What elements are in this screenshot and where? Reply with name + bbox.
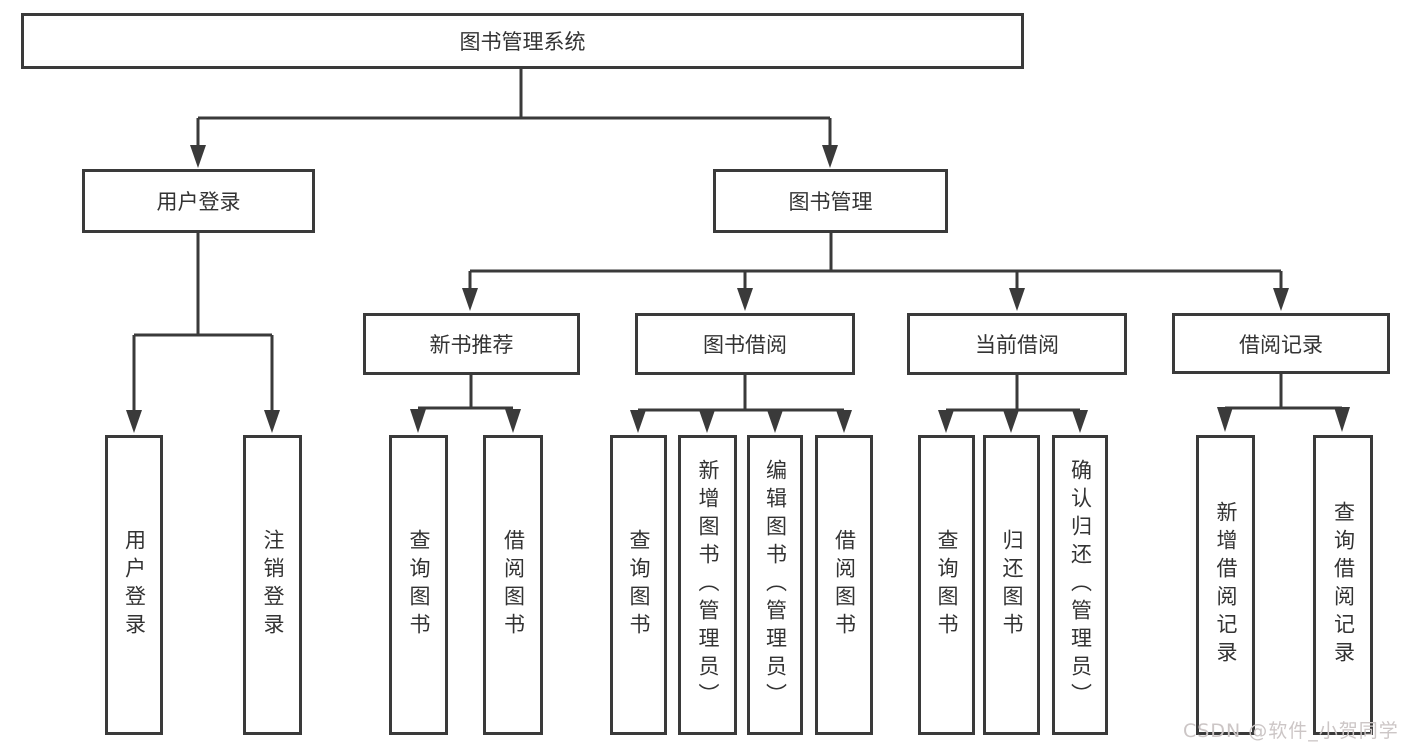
connector-root-to-level2 (190, 69, 838, 168)
leaf-bw-query-books: 查询图书 (610, 435, 667, 735)
csdn-watermark: CSDN @软件_小贺同学 (1183, 720, 1399, 742)
leaf-bw-borrow-books-label: 借阅图书 (832, 529, 857, 641)
leaf-logout: 注销登录 (243, 435, 302, 735)
leaf-rec-query-books: 查询图书 (389, 435, 448, 735)
node-current-borrow-label: 当前借阅 (975, 333, 1059, 357)
node-book-borrow: 图书借阅 (635, 313, 855, 375)
leaf-rec-borrow-books: 借阅图书 (483, 435, 543, 735)
connector-borrow-record-to-leaves (1217, 374, 1350, 432)
leaf-cur-confirm-return: 确认归还（管理员） (1052, 435, 1108, 735)
leaf-rec-borrow-books-label: 借阅图书 (501, 529, 526, 641)
node-new-book-rec-label: 新书推荐 (429, 333, 514, 357)
leaf-record-query-label: 查询借阅记录 (1331, 501, 1356, 669)
node-borrow-record-label: 借阅记录 (1239, 332, 1323, 357)
leaf-user-login-label: 用户登录 (122, 529, 147, 641)
leaf-cur-return-books-label: 归还图书 (1000, 529, 1024, 641)
connector-book-mgmt-to-level3 (462, 233, 1289, 311)
node-user-login: 用户登录 (82, 169, 315, 233)
node-borrow-record: 借阅记录 (1172, 313, 1390, 374)
leaf-rec-query-books-label: 查询图书 (407, 529, 431, 641)
connector-user-login-to-leaves (126, 233, 280, 433)
leaf-record-add-label: 新增借阅记录 (1214, 501, 1238, 669)
connector-book-borrow-to-leaves (630, 375, 852, 433)
leaf-cur-return-books: 归还图书 (983, 435, 1040, 735)
leaf-bw-add-books-label: 新增图书（管理员） (696, 459, 720, 711)
leaf-bw-edit-books: 编辑图书（管理员） (747, 435, 803, 735)
node-root: 图书管理系统 (21, 13, 1024, 69)
leaf-record-add: 新增借阅记录 (1196, 435, 1255, 735)
leaf-bw-edit-books-label: 编辑图书（管理员） (763, 459, 788, 711)
leaf-bw-add-books: 新增图书（管理员） (678, 435, 737, 735)
connector-current-borrow-to-leaves (938, 375, 1088, 433)
node-user-login-label: 用户登录 (156, 190, 241, 214)
node-new-book-rec: 新书推荐 (363, 313, 580, 375)
connector-new-book-rec-to-leaves (410, 375, 521, 433)
leaf-user-login: 用户登录 (105, 435, 163, 735)
leaf-logout-label: 注销登录 (261, 529, 285, 641)
leaf-cur-query-books-label: 查询图书 (935, 529, 959, 641)
node-root-label: 图书管理系统 (459, 30, 586, 54)
leaf-cur-query-books: 查询图书 (918, 435, 975, 735)
node-book-mgmt-label: 图书管理 (788, 190, 873, 214)
leaf-cur-confirm-return-label: 确认归还（管理员） (1068, 459, 1093, 711)
leaf-bw-borrow-books: 借阅图书 (815, 435, 873, 735)
node-current-borrow: 当前借阅 (907, 313, 1127, 375)
node-book-borrow-label: 图书借阅 (703, 333, 787, 357)
leaf-record-query: 查询借阅记录 (1313, 435, 1373, 735)
leaf-bw-query-books-label: 查询图书 (627, 529, 651, 641)
node-book-mgmt: 图书管理 (713, 169, 948, 233)
